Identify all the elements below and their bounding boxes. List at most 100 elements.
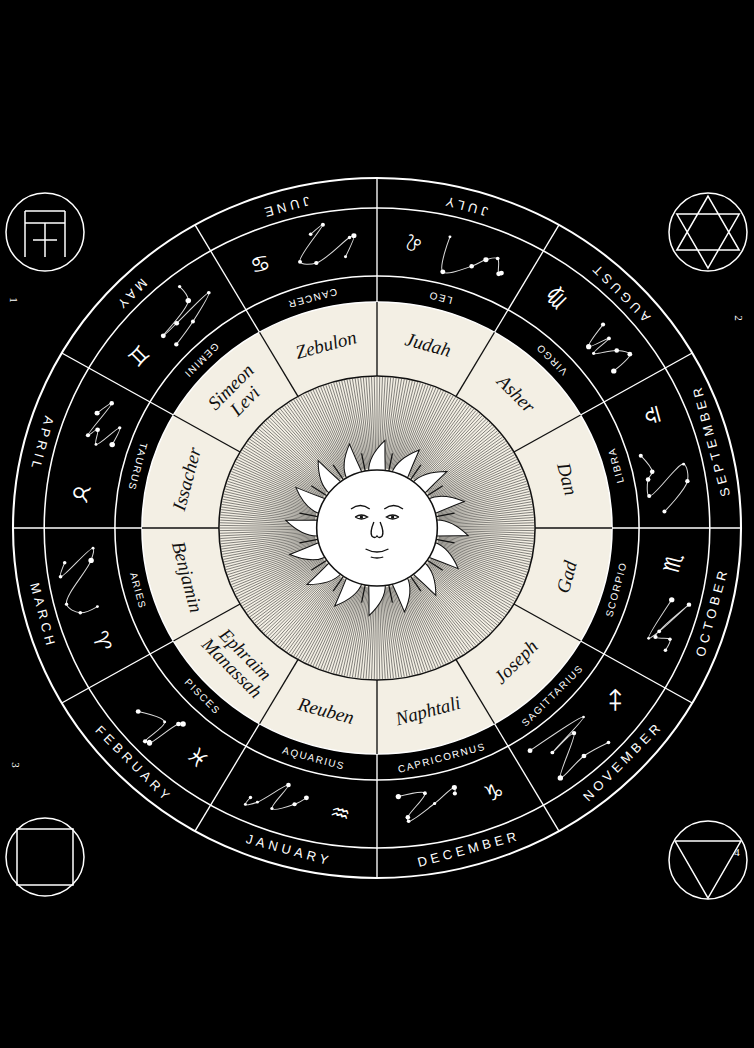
star-dot [186,298,191,303]
star-dot [685,479,689,483]
hatch-line [278,575,338,646]
divider-line [173,415,240,452]
ring-circle [219,376,535,680]
constellation-figure [589,325,630,371]
hatch-line [221,533,315,541]
hatch-line [291,401,343,477]
sun-ray [436,539,454,543]
hatch-line [274,573,336,642]
sun-ray [427,560,443,570]
star-dot [163,720,166,723]
tribe-name: Joseph [490,636,541,687]
divider-line [376,754,377,878]
constellation-figure [60,548,97,613]
plate-number: 1 [8,297,20,303]
sun-hatching [220,377,534,679]
star-dot [662,510,666,514]
star-dot [344,255,347,258]
divider-line [62,353,174,415]
star-dot [647,637,650,640]
sun-ray [333,465,343,480]
star-dot [207,291,211,295]
divider-line [376,680,377,754]
star-dot [298,260,302,264]
star-dot [607,741,611,745]
hatch-line [425,566,499,623]
star-dot [614,348,619,353]
star-dot [646,477,651,482]
star-dot [95,411,100,416]
star-dot [469,264,474,268]
star-dot [499,271,504,276]
divider-line [259,332,297,396]
star-dot [321,223,325,227]
star-dot [249,796,252,799]
zodiac-glyph: ♈ [87,628,115,653]
hatch-line [280,575,338,647]
hatch-line [237,555,321,596]
star-dot [314,261,318,265]
ring-circle [115,276,639,780]
hatch-line [404,582,445,664]
star-dot [607,337,611,341]
star-dot [78,611,82,614]
sun-ray [389,453,393,471]
hatch-line [411,578,463,654]
sun-figure [286,440,468,615]
star-dot [653,635,657,639]
month-label: JULY [440,193,493,220]
sun-ray [299,513,317,517]
hatch-line [424,567,495,627]
star-dot [406,815,411,819]
star-dot [440,269,445,274]
constellations [59,223,692,823]
star-dot [448,235,451,238]
zodiac-glyph: ♒ [328,800,353,828]
hatch-line [253,435,328,491]
sign-name: VIRGO [534,341,571,378]
star-dot [627,352,632,357]
star-dot [65,603,68,606]
star-dot [582,754,587,759]
star-dot [582,716,585,719]
sun-ray [411,576,421,591]
zodiac-glyph: ♊ [122,339,153,370]
star-dot [176,722,181,727]
sun-ray [427,486,443,496]
star-dot [244,803,247,806]
tribe-name: Simeon Levi [204,360,272,428]
hatch-line [245,561,324,611]
hatch-line [433,459,517,500]
month-label: AUGUST [588,258,656,326]
ring-circle [44,208,710,848]
sun-eye [391,515,394,518]
star-dot [483,257,488,262]
divider-line [62,641,174,703]
emblem-circle [669,193,747,271]
divider-line [581,353,693,415]
divider-line [376,302,377,376]
tribe-name: Judah [403,330,453,361]
star-dot [550,751,554,755]
star-dot [92,547,95,550]
hatch-line [255,433,329,490]
divider-line [535,527,612,528]
emblem-circle [669,821,747,899]
hatch-line [282,576,339,649]
star-dot [286,783,291,787]
divider-line [376,178,377,302]
sun-ray [436,513,454,517]
hatch-line [308,392,349,474]
hatch-line [352,587,367,677]
hatch-line [258,429,329,489]
star-dot [180,721,186,726]
divider-line [514,415,581,452]
sector-dividers [13,178,741,878]
plate-number: 2 [733,315,745,321]
star-dot [351,233,356,238]
sun-ray [389,585,393,603]
divider-line [195,724,259,831]
star-dot [86,433,90,437]
